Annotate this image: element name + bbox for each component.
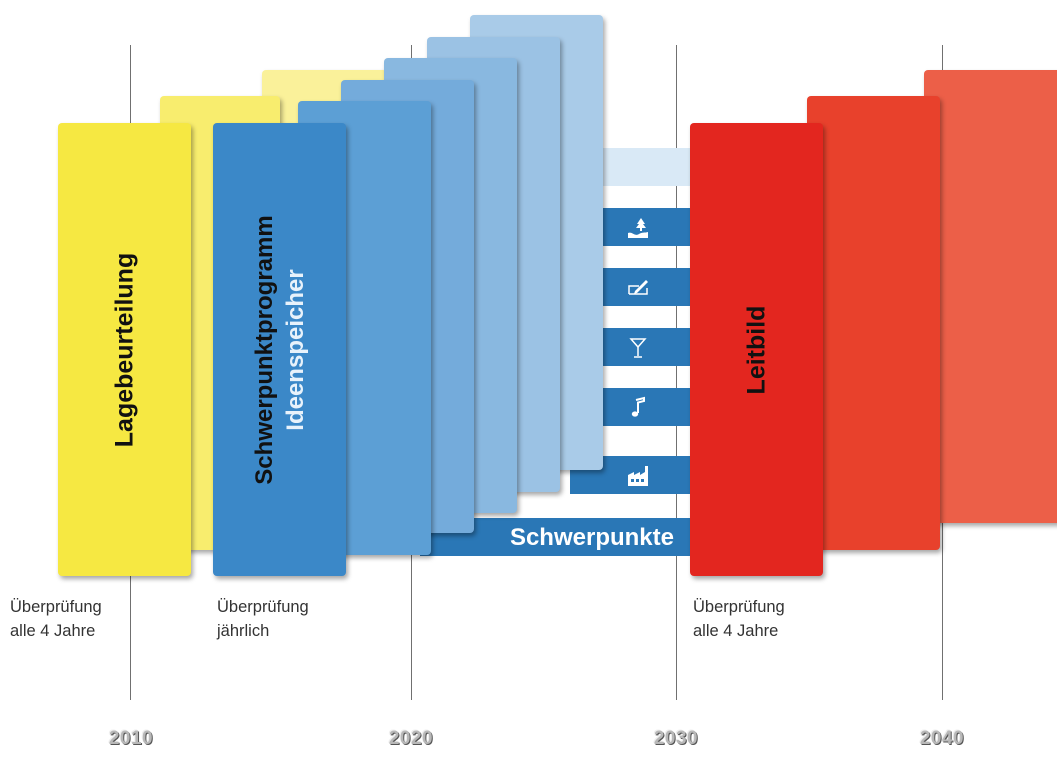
timeline-line-2030 (676, 45, 677, 700)
leitbild-review-note: Überprüfung alle 4 Jahre (693, 598, 785, 640)
year-label-2010: 2010 (108, 728, 154, 749)
schwerpunktprogramm-review-note: Überprüfung jährlich (217, 598, 309, 640)
lagebeurteilung-card: Lagebeurteilung (58, 123, 191, 576)
music-note-icon (626, 396, 650, 420)
cocktail-glass-icon (626, 336, 650, 360)
red-card-middle (807, 96, 940, 550)
schwerpunktprogramm-text-group: Schwerpunktprogramm Ideenspeicher (249, 215, 311, 484)
schwerpunktprogramm-label: Schwerpunktprogramm (250, 214, 278, 485)
signature-pen-icon (626, 276, 650, 300)
year-label-2040: 2040 (919, 728, 965, 749)
ideenspeicher-label: Ideenspeicher (281, 268, 309, 431)
leitbild-card: Leitbild (690, 123, 823, 576)
lagebeurteilung-label: Lagebeurteilung (110, 252, 138, 447)
lagebeurteilung-review-note: Überprüfung alle 4 Jahre (10, 598, 102, 640)
schwerpunkte-label: Schwerpunkte (509, 524, 674, 551)
year-label-2020: 2020 (388, 728, 434, 749)
red-card-back (924, 70, 1057, 523)
year-label-2030: 2030 (653, 728, 699, 749)
leitbild-label: Leitbild (742, 305, 770, 394)
factory-icon (626, 464, 650, 488)
schwerpunktprogramm-card: Schwerpunktprogramm Ideenspeicher (213, 123, 346, 576)
landscape-tree-icon (626, 216, 650, 240)
